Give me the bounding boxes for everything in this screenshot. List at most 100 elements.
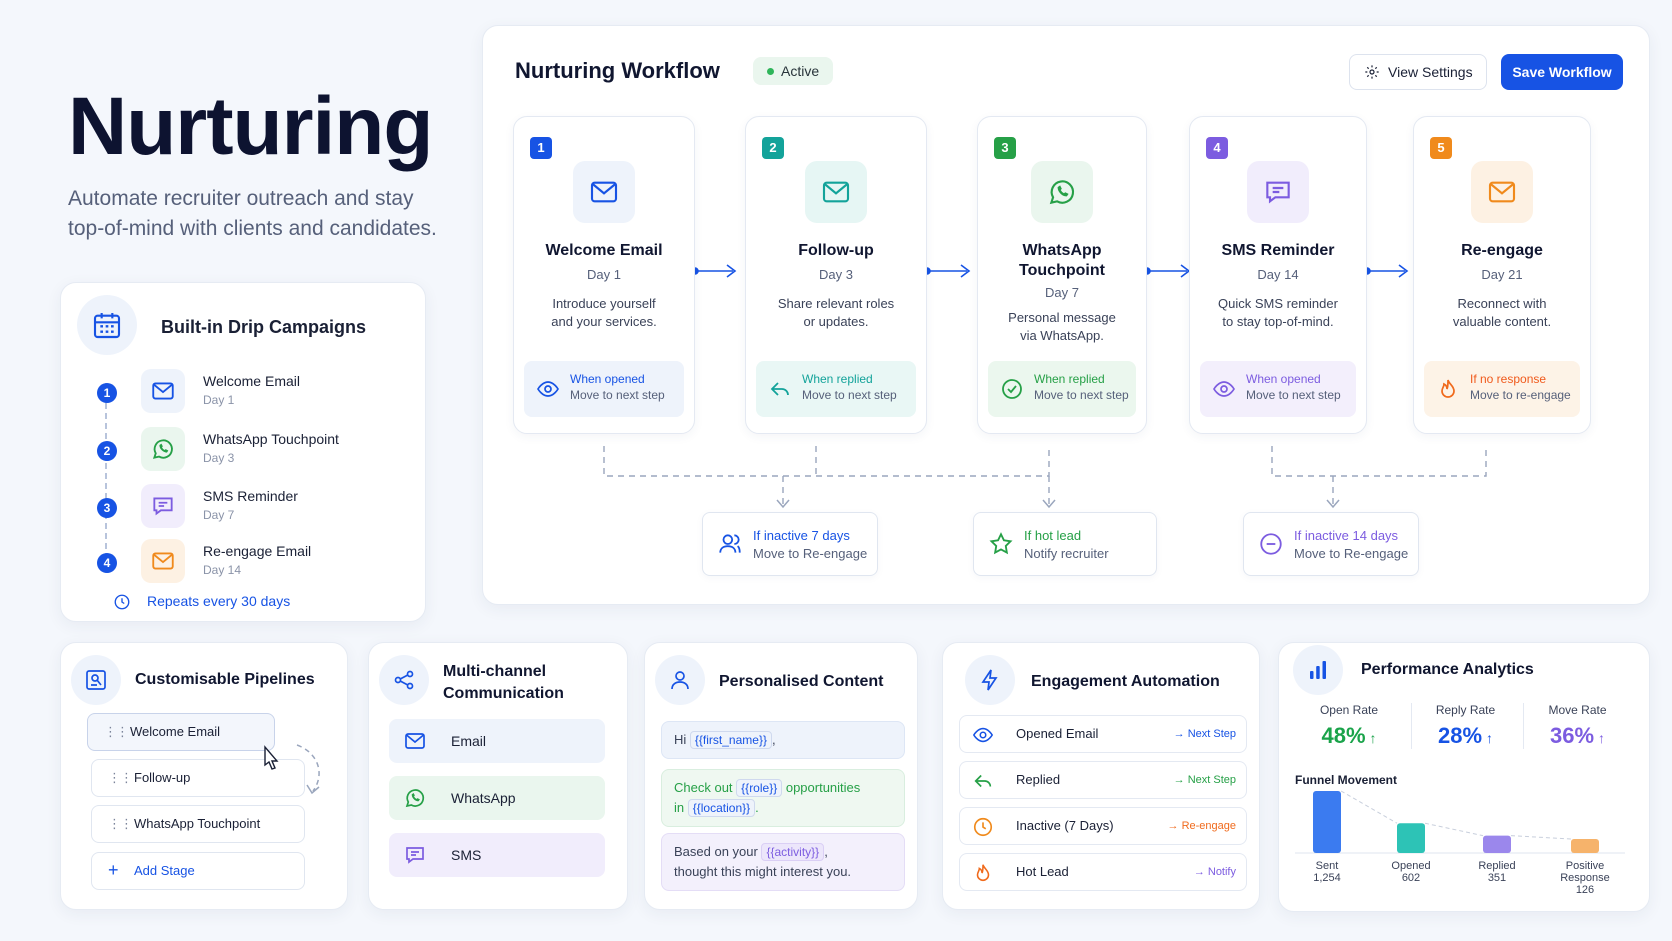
check-circle-icon <box>1000 377 1024 401</box>
view-settings-button[interactable]: View Settings <box>1349 54 1487 90</box>
template-line-greeting[interactable]: Hi {{first_name}}, <box>661 721 905 759</box>
envelope-icon <box>1471 161 1533 223</box>
rule-label: Replied <box>1016 772 1061 787</box>
arrow-up-icon: ↑ <box>1486 730 1494 746</box>
automation-rule[interactable]: Inactive (7 Days) → Re-engage <box>959 807 1247 845</box>
star-icon <box>988 531 1014 557</box>
template-text: , <box>771 732 776 747</box>
channel-label: Email <box>451 733 487 749</box>
workflow-step-welcome-email[interactable]: 1 Welcome Email Day 1 Introduce yourself… <box>513 116 695 434</box>
trigger-action: Move to next step <box>1246 388 1341 402</box>
step-name: Welcome Email <box>545 242 663 259</box>
template-text: thought this might interest you. <box>674 864 852 879</box>
workflow-step-sms-reminder[interactable]: 4 SMS Reminder Day 14 Quick SMS reminder… <box>1189 116 1367 434</box>
multichannel-title-line: Communication <box>443 685 564 702</box>
automation-rule[interactable]: Opened Email → Next Step <box>959 715 1247 753</box>
step-trigger[interactable]: When replied Move to next step <box>988 361 1136 417</box>
template-variable: {{location}} <box>687 799 756 817</box>
template-text: in <box>674 800 685 815</box>
drip-item-day: Day 7 <box>203 508 235 522</box>
step-trigger[interactable]: When opened Move to next step <box>524 361 684 417</box>
stat-label: Move Rate <box>1548 703 1607 717</box>
drag-handle-icon[interactable]: ⋮⋮ <box>108 770 133 785</box>
pipeline-stage[interactable]: ⋮⋮Follow-up <box>91 759 305 797</box>
drip-item[interactable]: 3 SMS Reminder Day 7 <box>97 484 417 534</box>
rule-action: → Next Step <box>1174 762 1236 798</box>
trigger-condition: When replied <box>1034 372 1105 386</box>
whatsapp-icon <box>1031 161 1093 223</box>
flame-icon <box>1436 377 1460 401</box>
condition-hot-lead[interactable]: If hot lead Notify recruiter <box>973 512 1157 576</box>
calendar-icon <box>77 295 137 355</box>
flame-icon <box>972 862 994 884</box>
channel-whatsapp[interactable]: WhatsApp <box>389 776 605 820</box>
drip-item-day: Day 14 <box>203 563 242 577</box>
drip-item-day: Day 1 <box>203 393 235 407</box>
step-number: 4 <box>1206 137 1228 159</box>
pipeline-stage-label: WhatsApp Touchpoint <box>134 816 261 831</box>
rule-label: Inactive (7 Days) <box>1016 818 1114 833</box>
eye-icon <box>972 724 994 746</box>
step-trigger[interactable]: When replied Move to next step <box>756 361 916 417</box>
clock-icon <box>972 816 994 838</box>
envelope-icon <box>403 729 427 753</box>
template-variable: {{role}} <box>736 779 783 797</box>
rule-action-label: Next Step <box>1187 774 1236 786</box>
drip-item[interactable]: 4 Re-engage Email Day 14 <box>97 539 417 589</box>
funnel-value-label: 1,254 <box>1313 872 1341 884</box>
funnel-bar <box>1571 839 1599 853</box>
step-name-line: Touchpoint <box>1019 262 1105 279</box>
funnel-bar <box>1397 823 1425 853</box>
bar-chart-icon <box>1293 645 1343 695</box>
automation-rule[interactable]: Hot Lead → Notify <box>959 853 1247 891</box>
template-variable: {{first_name}} <box>689 731 772 749</box>
hero-subtitle-line: top-of-mind with clients and candidates. <box>68 217 437 240</box>
condition-inactive-14-days[interactable]: If inactive 14 days Move to Re-engage <box>1243 512 1419 576</box>
engagement-title: Engagement Automation <box>1031 673 1220 690</box>
template-line-role[interactable]: Check out {{role}} opportunities in {{lo… <box>661 769 905 827</box>
funnel-category-label: Response <box>1560 872 1610 884</box>
rule-label: Hot Lead <box>1016 864 1069 879</box>
share-icon <box>379 655 429 705</box>
trigger-condition: If no response <box>1470 372 1547 386</box>
condition-inactive-7-days[interactable]: If inactive 7 days Move to Re-engage <box>702 512 878 576</box>
step-day: Day 7 <box>1045 285 1079 300</box>
channel-sms[interactable]: SMS <box>389 833 605 877</box>
drag-handle-icon[interactable]: ⋮⋮ <box>108 816 133 831</box>
funnel-connector <box>1510 835 1572 840</box>
step-description-line: valuable content. <box>1452 314 1552 329</box>
drip-item-day: Day 3 <box>203 451 235 465</box>
save-workflow-button[interactable]: Save Workflow <box>1501 54 1623 90</box>
channel-email[interactable]: Email <box>389 719 605 763</box>
plus-icon: + <box>108 860 118 880</box>
step-number: 4 <box>97 553 117 573</box>
automation-rule[interactable]: Replied → Next Step <box>959 761 1247 799</box>
arrow-right-icon: → <box>1173 774 1185 786</box>
step-trigger[interactable]: If no response Move to re-engage <box>1424 361 1580 417</box>
step-day: Day 21 <box>1481 267 1523 282</box>
pipelines-title: Customisable Pipelines <box>135 671 315 688</box>
drip-item[interactable]: 2 WhatsApp Touchpoint Day 3 <box>97 427 417 477</box>
pipeline-stage[interactable]: ⋮⋮WhatsApp Touchpoint <box>91 805 305 843</box>
add-stage-button[interactable]: +Add Stage <box>91 852 305 890</box>
step-description-line: or updates. <box>803 314 869 329</box>
funnel-value-label: 351 <box>1488 872 1506 884</box>
funnel-value-label: 126 <box>1576 884 1594 896</box>
drag-handle-icon[interactable]: ⋮⋮ <box>104 724 129 739</box>
funnel-category-label: Replied <box>1478 860 1515 872</box>
whatsapp-icon <box>403 786 427 810</box>
funnel-bar <box>1483 835 1511 853</box>
gear-icon <box>1364 64 1380 80</box>
template-line-activity[interactable]: Based on your {{activity}}, thought this… <box>661 833 905 891</box>
drip-item[interactable]: 1 Welcome Email Day 1 <box>97 369 417 419</box>
trigger-condition: When opened <box>570 372 645 386</box>
step-description-line: Quick SMS reminder <box>1218 296 1338 311</box>
pipeline-stage[interactable]: ⋮⋮Welcome Email <box>87 713 275 751</box>
pipeline-stage-label: Follow-up <box>134 770 191 785</box>
envelope-icon <box>141 369 185 413</box>
pipelines-card: Customisable Pipelines ⋮⋮Welcome Email ⋮… <box>60 642 348 910</box>
step-trigger[interactable]: When opened Move to next step <box>1200 361 1356 417</box>
